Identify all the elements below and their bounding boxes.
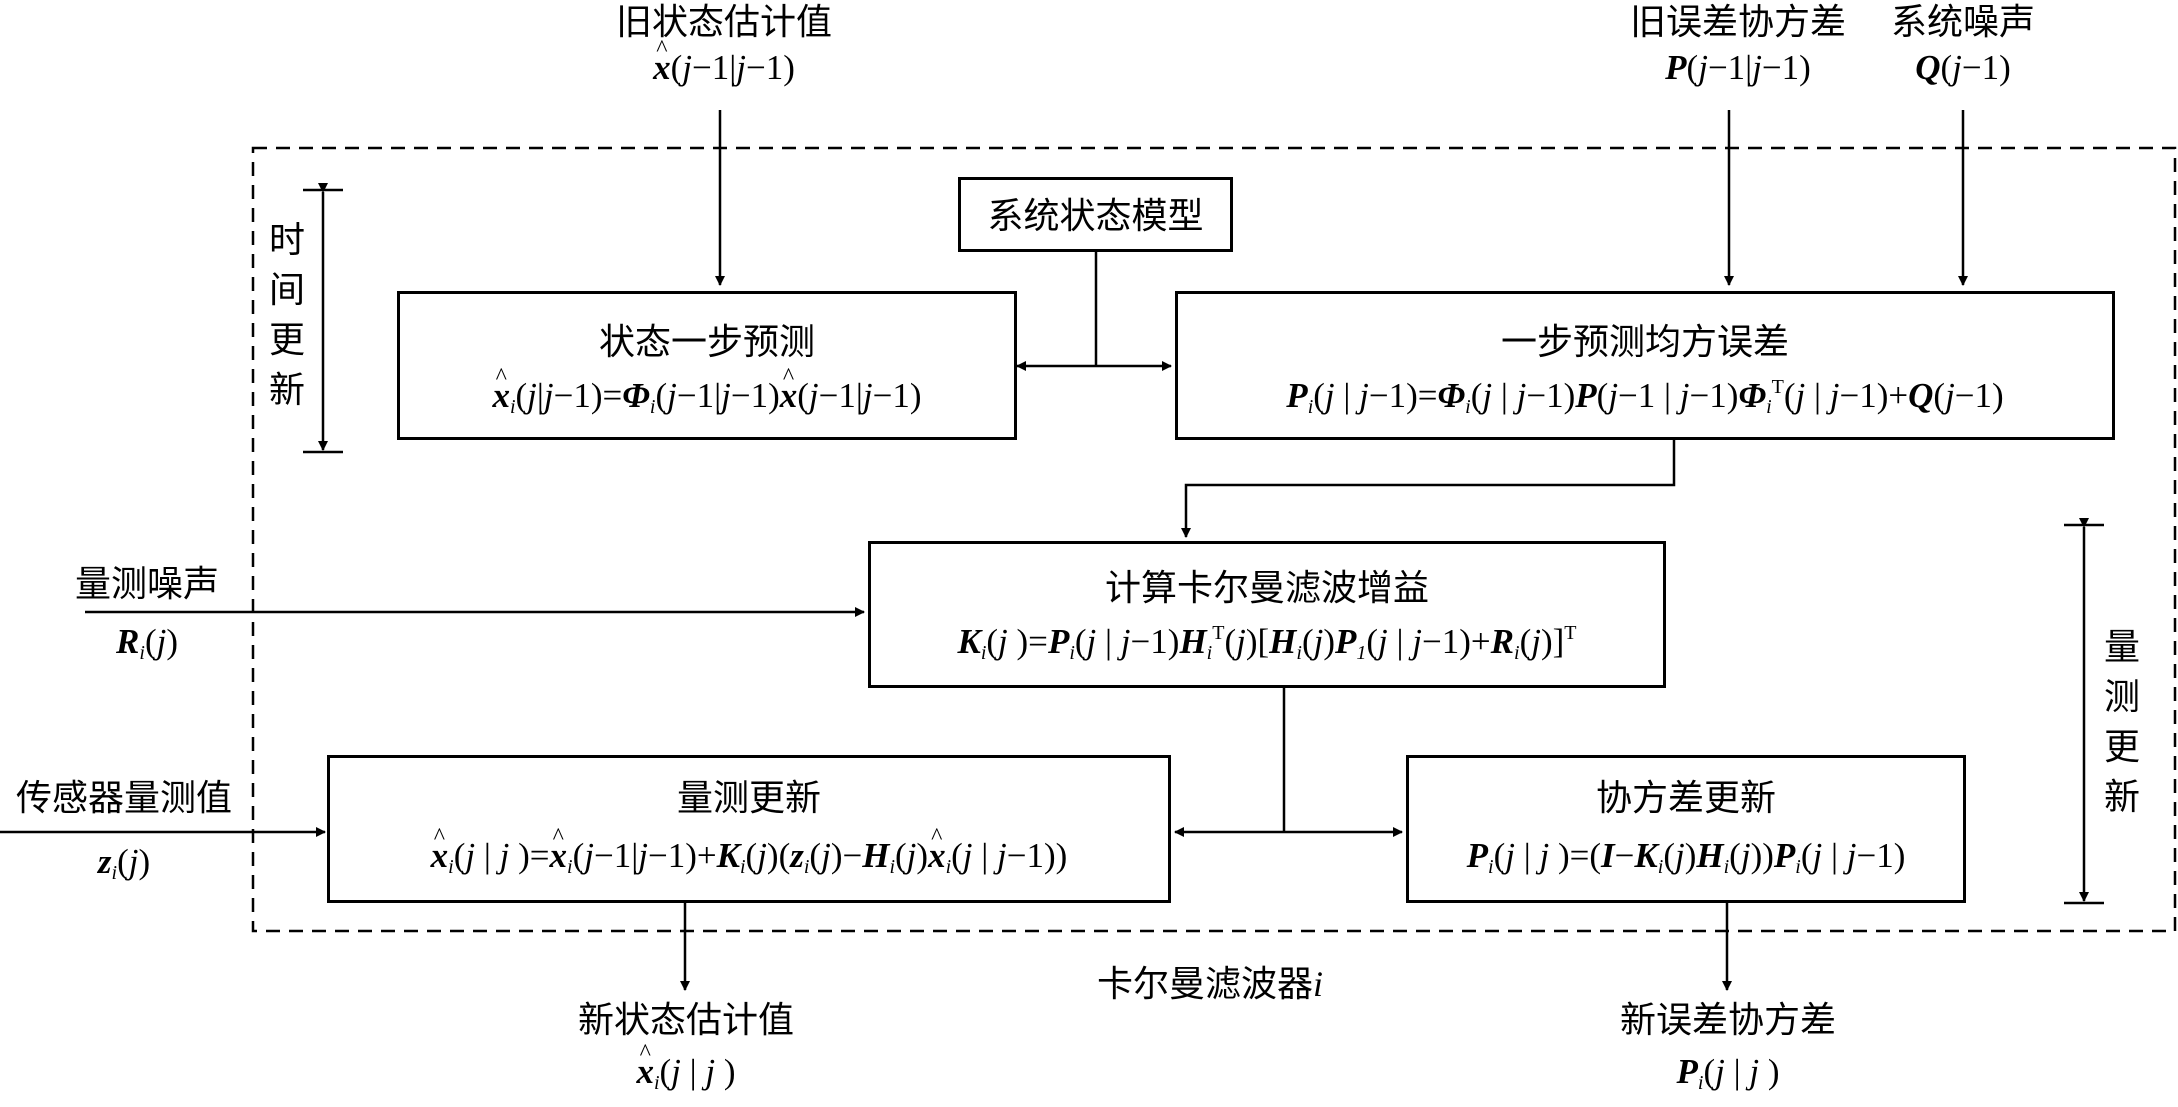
new-cov-label: 新误差协方差 xyxy=(1619,1000,1837,1040)
measurement-update-title: 量测更新 xyxy=(676,778,821,818)
filter-boundary xyxy=(251,146,2177,933)
state-prediction-title: 状态一步预测 xyxy=(598,322,815,362)
sys-noise-label: 系统噪声 xyxy=(1890,2,2036,42)
state-prediction-formula: xi(j|j−1)=Φi(j−1|j−1)x(j−1|j−1) xyxy=(400,374,1014,420)
covariance-prediction-title: 一步预测均方误差 xyxy=(1500,322,1789,362)
old-state-formula: x(j−1|j−1) xyxy=(653,46,795,90)
new-state-formula: xi(j | j ) xyxy=(636,1050,735,1096)
new-cov-formula: Pi(j | j ) xyxy=(1676,1052,1780,1094)
sensor-label: 传感器量测值 xyxy=(15,778,233,818)
meas-noise-formula: Ri(j) xyxy=(116,622,178,664)
kalman-gain-formula: Ki(j )=Pi(j | j−1)HiT(j)[Hi(j)P1(j | j−1… xyxy=(957,622,1577,664)
filter-caption: 卡尔曼滤波器i xyxy=(1096,964,1324,1004)
measurement-update-formula: xi(j | j )=xi(j−1|j−1)+Ki(j)(zi(j)−Hi(j)… xyxy=(330,834,1168,880)
system-model-box: 系统状态模型 xyxy=(958,177,1233,252)
measurement-update-box: 量测更新 xi(j | j )=xi(j−1|j−1)+Ki(j)(zi(j)−… xyxy=(327,755,1171,903)
covariance-prediction-formula: Pi(j | j−1)=Φi(j | j−1)P(j−1 | j−1)ΦiT(j… xyxy=(1286,376,2004,418)
time-update-label: 时 间 更 新 xyxy=(268,220,305,410)
old-cov-formula: P(j−1|j−1) xyxy=(1665,48,1811,87)
sys-noise-formula: Q(j−1) xyxy=(1915,48,2011,87)
kalman-gain-title: 计算卡尔曼滤波增益 xyxy=(1104,568,1429,608)
covariance-prediction-box: 一步预测均方误差 Pi(j | j−1)=Φi(j | j−1)P(j−1 | … xyxy=(1175,291,2115,440)
covariance-update-box: 协方差更新 Pi(j | j )=(I−Ki(j)Hi(j))Pi(j | j−… xyxy=(1406,755,1966,903)
meas-noise-label: 量测噪声 xyxy=(74,564,220,604)
covariance-update-formula: Pi(j | j )=(I−Ki(j)Hi(j))Pi(j | j−1) xyxy=(1466,836,1906,878)
state-prediction-box: 状态一步预测 xi(j|j−1)=Φi(j−1|j−1)x(j−1|j−1) xyxy=(397,291,1017,440)
measurement-update-side-label: 量 测 更 新 xyxy=(2103,627,2140,817)
old-state-label: 旧状态估计值 xyxy=(615,2,833,42)
sensor-formula: zi(j) xyxy=(97,842,151,884)
kalman-gain-box: 计算卡尔曼滤波增益 Ki(j )=Pi(j | j−1)HiT(j)[Hi(j)… xyxy=(868,541,1666,688)
system-model-title: 系统状态模型 xyxy=(987,196,1204,236)
new-state-label: 新状态估计值 xyxy=(577,1000,795,1040)
covariance-update-title: 协方差更新 xyxy=(1595,778,1776,818)
old-cov-label: 旧误差协方差 xyxy=(1629,2,1847,42)
